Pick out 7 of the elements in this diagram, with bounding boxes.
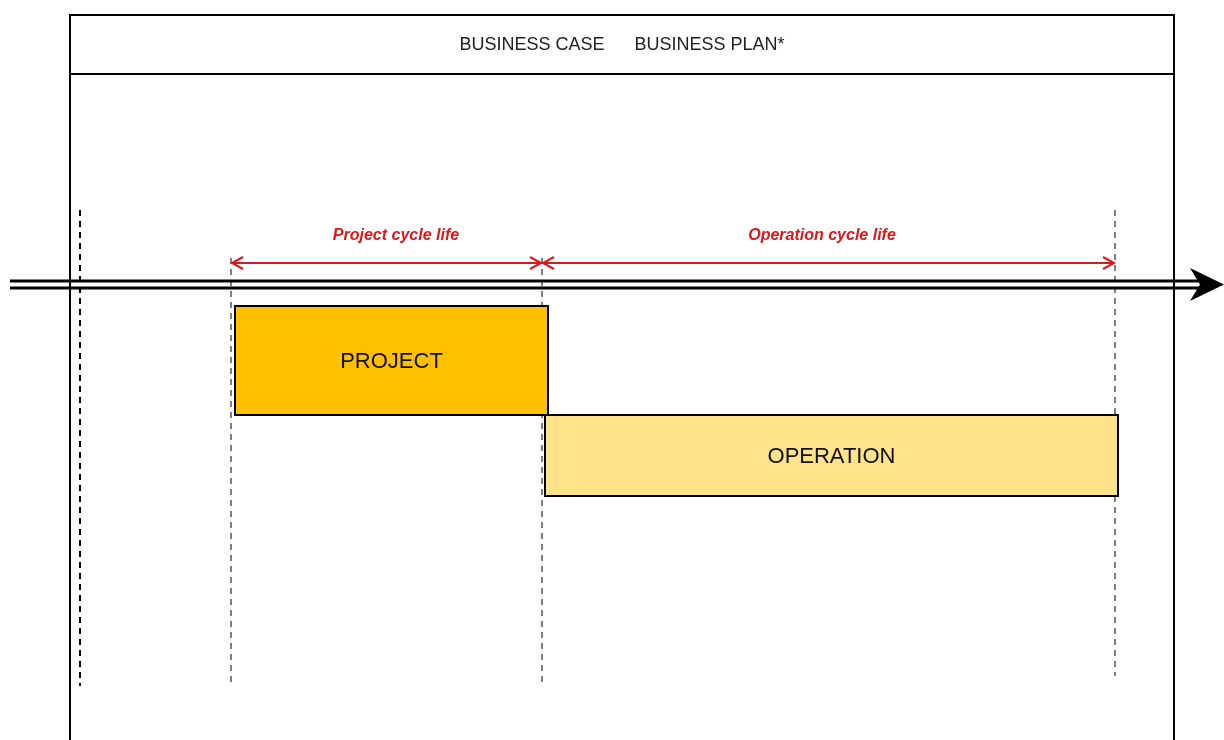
frame bbox=[69, 14, 1175, 740]
header-text: BUSINESS CASE bbox=[459, 34, 605, 55]
dimension-label: Operation cycle life bbox=[748, 226, 896, 244]
header-text: BUSINESS PLAN* bbox=[634, 34, 785, 55]
operation-bar: OPERATION bbox=[544, 414, 1119, 497]
project-bar: PROJECT bbox=[234, 305, 549, 416]
dimension-label: Project cycle life bbox=[332, 226, 460, 244]
